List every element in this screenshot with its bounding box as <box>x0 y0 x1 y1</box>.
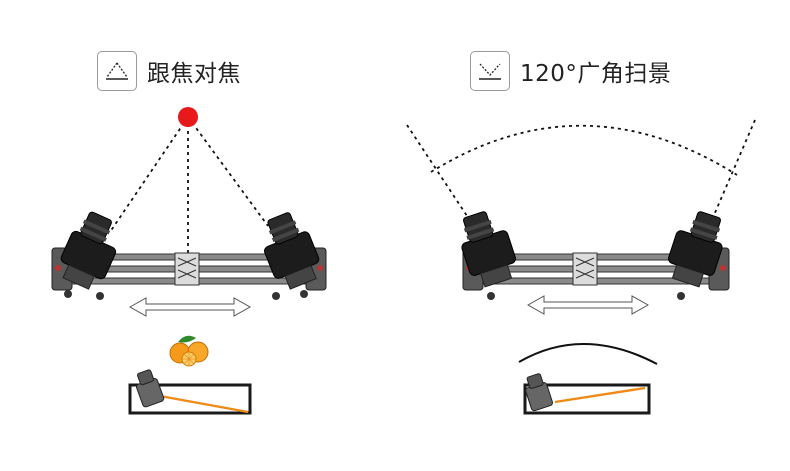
focus-tracking-triangle-icon <box>97 51 137 91</box>
focus-target-dot <box>178 107 198 127</box>
sight-line-right <box>187 116 269 227</box>
camera-left <box>60 211 117 290</box>
sweep-arc <box>430 124 738 176</box>
follow-focus-diagram <box>51 107 327 415</box>
camera-top-view <box>525 373 553 412</box>
pan-line-orange <box>554 386 646 404</box>
top-view-frame <box>128 383 252 415</box>
wide-angle-pan-header: 120°广角扫景 <box>470 50 671 92</box>
slider-rail <box>51 247 327 300</box>
focus-line-orange <box>159 394 249 414</box>
follow-focus-header: 跟焦对焦 <box>97 50 241 92</box>
top-view-frame <box>523 383 651 415</box>
wide-angle-pan-diagram <box>406 119 756 415</box>
sweep-line-left <box>406 124 472 223</box>
camera-left <box>461 211 516 288</box>
camera-right <box>668 211 723 288</box>
camera-right <box>264 212 320 290</box>
pan-arc <box>518 343 658 365</box>
wide-angle-pan-title: 120°广角扫景 <box>520 61 672 87</box>
camera-top-view <box>136 369 165 408</box>
slide-direction-arrow <box>526 295 650 315</box>
slide-direction-arrow <box>128 297 252 317</box>
wide-angle-pan-panel: 120°广角扫景 <box>395 0 790 471</box>
wide-angle-pan-icon <box>470 51 510 91</box>
oranges-icon <box>169 335 209 367</box>
follow-focus-panel: 跟焦对焦 <box>51 50 327 415</box>
sweep-line-right <box>710 119 756 223</box>
sight-line-left <box>109 116 189 233</box>
follow-focus-title: 跟焦对焦 <box>147 61 241 87</box>
